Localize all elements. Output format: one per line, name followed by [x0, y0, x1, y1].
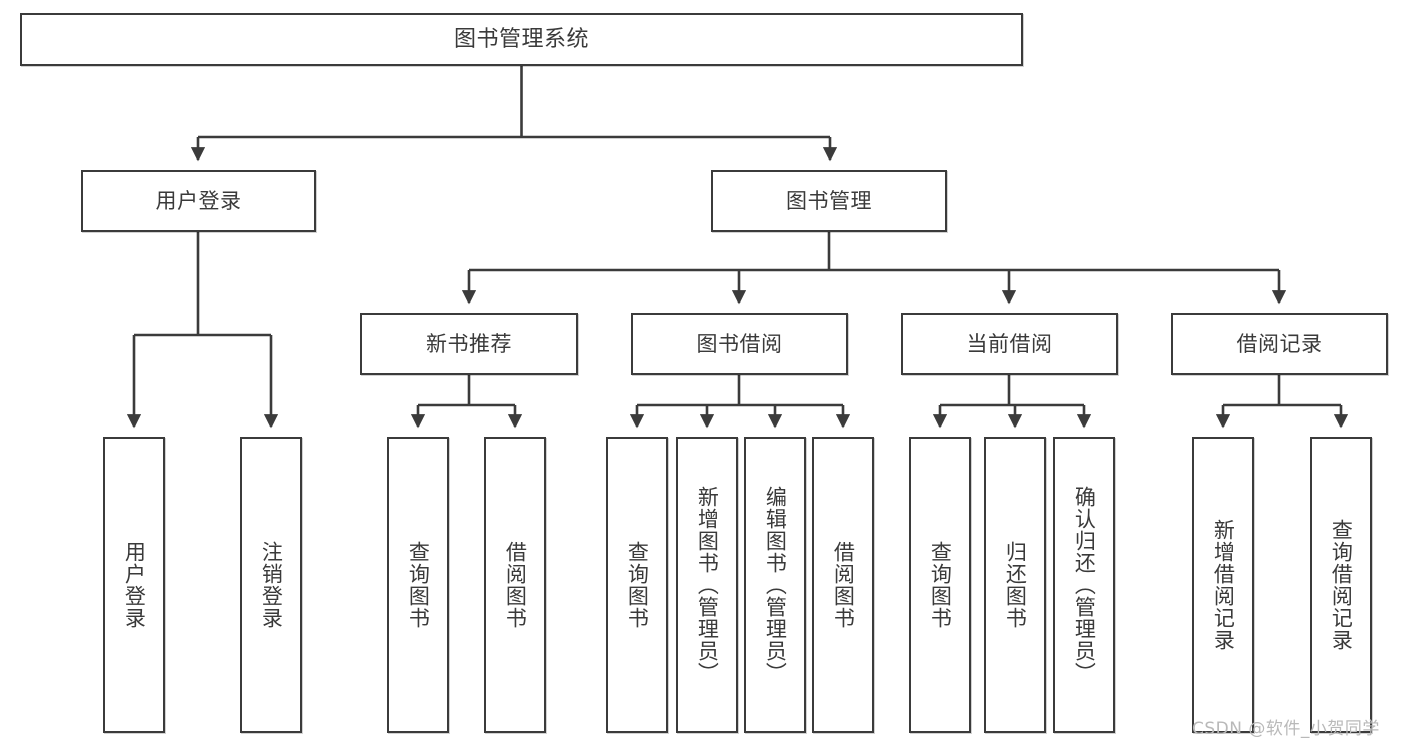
leaf-confirm-return-admin[interactable]: 确认归还（管理员）: [1053, 437, 1115, 733]
node-user-login[interactable]: 用户登录: [81, 170, 316, 232]
node-borrow-record-label: 借阅记录: [1236, 331, 1323, 356]
watermark: CSDN @软件_小贺同学: [1192, 719, 1380, 739]
leaf-logout-label: 注销登录: [259, 541, 284, 629]
node-root-label: 图书管理系统: [453, 26, 589, 52]
leaf-edit-book-admin[interactable]: 编辑图书（管理员）: [744, 437, 806, 733]
leaf-query-book-current-label: 查询图书: [928, 541, 953, 629]
node-user-login-label: 用户登录: [155, 188, 242, 213]
leaf-query-borrow-record-label: 查询借阅记录: [1329, 519, 1354, 651]
leaf-add-borrow-record[interactable]: 新增借阅记录: [1192, 437, 1254, 733]
node-current-borrow[interactable]: 当前借阅: [901, 313, 1118, 375]
node-new-book-recommend-label: 新书推荐: [426, 331, 512, 356]
leaf-borrow-book-recommend-label: 借阅图书: [503, 541, 528, 629]
node-borrow-record[interactable]: 借阅记录: [1171, 313, 1388, 375]
leaf-query-book-current[interactable]: 查询图书: [909, 437, 971, 733]
leaf-add-book-admin-label: 新增图书（管理员）: [695, 486, 720, 684]
leaf-logout[interactable]: 注销登录: [240, 437, 302, 733]
leaf-confirm-return-admin-label: 确认归还（管理员）: [1072, 486, 1097, 684]
leaf-query-book-recommend[interactable]: 查询图书: [387, 437, 449, 733]
leaf-borrow-book-label: 借阅图书: [831, 541, 856, 629]
leaf-query-book-recommend-label: 查询图书: [406, 541, 431, 629]
leaf-query-borrow-record[interactable]: 查询借阅记录: [1310, 437, 1372, 733]
leaf-borrow-book[interactable]: 借阅图书: [812, 437, 874, 733]
node-book-borrow-label: 图书借阅: [696, 331, 783, 356]
leaf-add-book-admin[interactable]: 新增图书（管理员）: [676, 437, 738, 733]
node-root[interactable]: 图书管理系统: [20, 13, 1023, 66]
leaf-user-login[interactable]: 用户登录: [103, 437, 165, 733]
leaf-query-book-borrow-label: 查询图书: [625, 541, 650, 629]
leaf-return-book[interactable]: 归还图书: [984, 437, 1046, 733]
leaf-borrow-book-recommend[interactable]: 借阅图书: [484, 437, 546, 733]
leaf-add-borrow-record-label: 新增借阅记录: [1211, 519, 1236, 651]
leaf-return-book-label: 归还图书: [1003, 541, 1028, 629]
node-book-management-label: 图书管理: [786, 188, 872, 213]
leaf-query-book-borrow[interactable]: 查询图书: [606, 437, 668, 733]
leaf-edit-book-admin-label: 编辑图书（管理员）: [763, 486, 788, 684]
node-book-borrow[interactable]: 图书借阅: [631, 313, 848, 375]
node-book-management[interactable]: 图书管理: [711, 170, 947, 232]
leaf-user-login-label: 用户登录: [122, 541, 147, 629]
node-new-book-recommend[interactable]: 新书推荐: [360, 313, 578, 375]
node-current-borrow-label: 当前借阅: [966, 331, 1053, 356]
